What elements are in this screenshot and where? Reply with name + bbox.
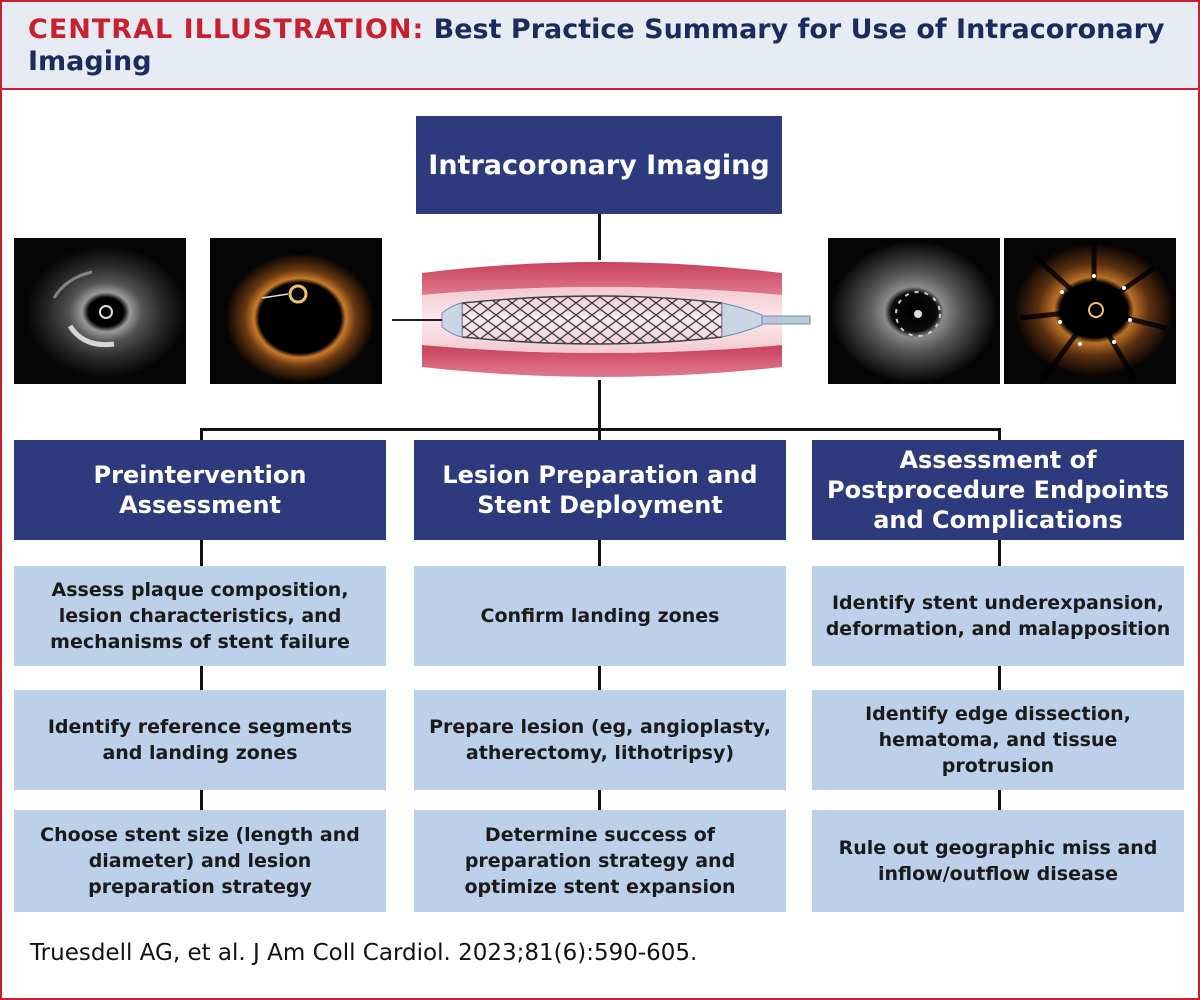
oct-postprocedure-image bbox=[1004, 238, 1176, 384]
connector-branch-col1 bbox=[200, 428, 203, 442]
ivus-preintervention-image bbox=[14, 238, 186, 384]
item-postprocedure-1: Identify stent underexpansion, deformati… bbox=[812, 566, 1184, 666]
connector-col3-a bbox=[998, 540, 1001, 566]
category-preintervention: Preintervention Assessment bbox=[14, 440, 386, 540]
item-lesion-prep-3: Determine success of preparation strateg… bbox=[414, 810, 786, 912]
oct-preintervention-image bbox=[210, 238, 382, 384]
figure-title: CENTRAL ILLUSTRATION: Best Practice Summ… bbox=[28, 14, 1178, 78]
ivus-postprocedure-image bbox=[828, 238, 1000, 384]
citation: Truesdell AG, et al. J Am Coll Cardiol. … bbox=[30, 940, 698, 966]
item-preintervention-2: Identify reference segments and landing … bbox=[14, 690, 386, 790]
item-lesion-prep-2: Prepare lesion (eg, angioplasty, atherec… bbox=[414, 690, 786, 790]
category-lesion-preparation: Lesion Preparation and Stent Deployment bbox=[414, 440, 786, 540]
item-postprocedure-3: Rule out geographic miss and inflow/outf… bbox=[812, 810, 1184, 912]
connector-col2-a bbox=[598, 540, 601, 566]
figure-title-prefix: CENTRAL ILLUSTRATION: bbox=[28, 14, 425, 45]
item-preintervention-1: Assess plaque composition, lesion charac… bbox=[14, 566, 386, 666]
connector-col1-b bbox=[200, 666, 203, 690]
item-lesion-prep-1: Confirm landing zones bbox=[414, 566, 786, 666]
connector-col2-c bbox=[598, 790, 601, 810]
category-postprocedure: Assessment of Postprocedure Endpoints an… bbox=[812, 440, 1184, 540]
connector-root-to-stent bbox=[598, 214, 601, 260]
connector-branch-col3 bbox=[998, 428, 1001, 442]
figure-title-text: Best Practice Summary for Use of Intraco… bbox=[28, 14, 1165, 77]
connector-branch-col2 bbox=[598, 428, 601, 442]
connector-col1-c bbox=[200, 790, 203, 810]
item-preintervention-3: Choose stent size (length and diameter) … bbox=[14, 810, 386, 912]
connector-col3-c bbox=[998, 790, 1001, 810]
item-postprocedure-2: Identify edge dissection, hematoma, and … bbox=[812, 690, 1184, 790]
connector-col2-b bbox=[598, 666, 601, 690]
root-node: Intracoronary Imaging bbox=[416, 116, 782, 214]
figure-header: CENTRAL ILLUSTRATION: Best Practice Summ… bbox=[2, 2, 1198, 90]
stent-in-vessel-illustration bbox=[392, 262, 811, 377]
connector-col3-b bbox=[998, 666, 1001, 690]
connector-col1-a bbox=[200, 540, 203, 566]
connector-stent-to-branch bbox=[598, 380, 601, 430]
